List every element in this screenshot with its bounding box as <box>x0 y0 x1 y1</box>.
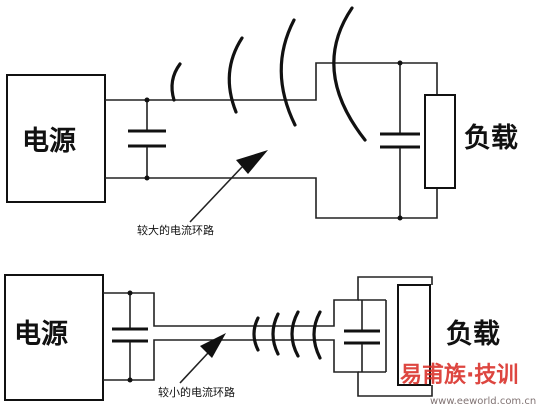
top-lower-wire <box>105 177 438 219</box>
top-load-capacitor <box>380 60 420 221</box>
bottom-load-capacitor <box>344 299 387 373</box>
top-load-label: 负载 <box>464 123 518 154</box>
bottom-power-supply-box <box>4 274 104 401</box>
top-power-supply-box <box>6 74 106 203</box>
top-upper-wire <box>105 62 438 101</box>
top-loop-label: 较大的电流环路 <box>137 223 214 237</box>
bottom-radiation-arcs <box>252 310 322 360</box>
top-power-supply-label: 电源 <box>22 126 76 157</box>
bottom-source-capacitor <box>112 290 148 383</box>
bottom-circuit: 电源 负载 <box>4 274 500 401</box>
watermark-site: www.eeworld.com.cn <box>430 396 536 407</box>
bottom-power-supply-label: 电源 <box>14 319 68 350</box>
top-circuit: 电源 负载 <box>6 6 518 237</box>
bottom-lower-wire <box>103 339 433 397</box>
top-source-capacitor <box>128 97 166 181</box>
watermark-logo: 易甫族·技训 www.eeworld.com.cn <box>400 362 536 407</box>
top-radiation-arcs <box>170 6 367 142</box>
bottom-load-label: 负载 <box>446 319 500 350</box>
bottom-loop-arrow <box>179 333 226 384</box>
top-load-box <box>424 94 456 189</box>
bottom-upper-wire <box>103 276 433 327</box>
top-loop-arrow <box>189 150 268 223</box>
watermark-brand: 易甫族·技训 <box>400 362 518 388</box>
bottom-load-box <box>397 284 431 386</box>
bottom-loop-label: 较小的电流环路 <box>158 385 235 399</box>
